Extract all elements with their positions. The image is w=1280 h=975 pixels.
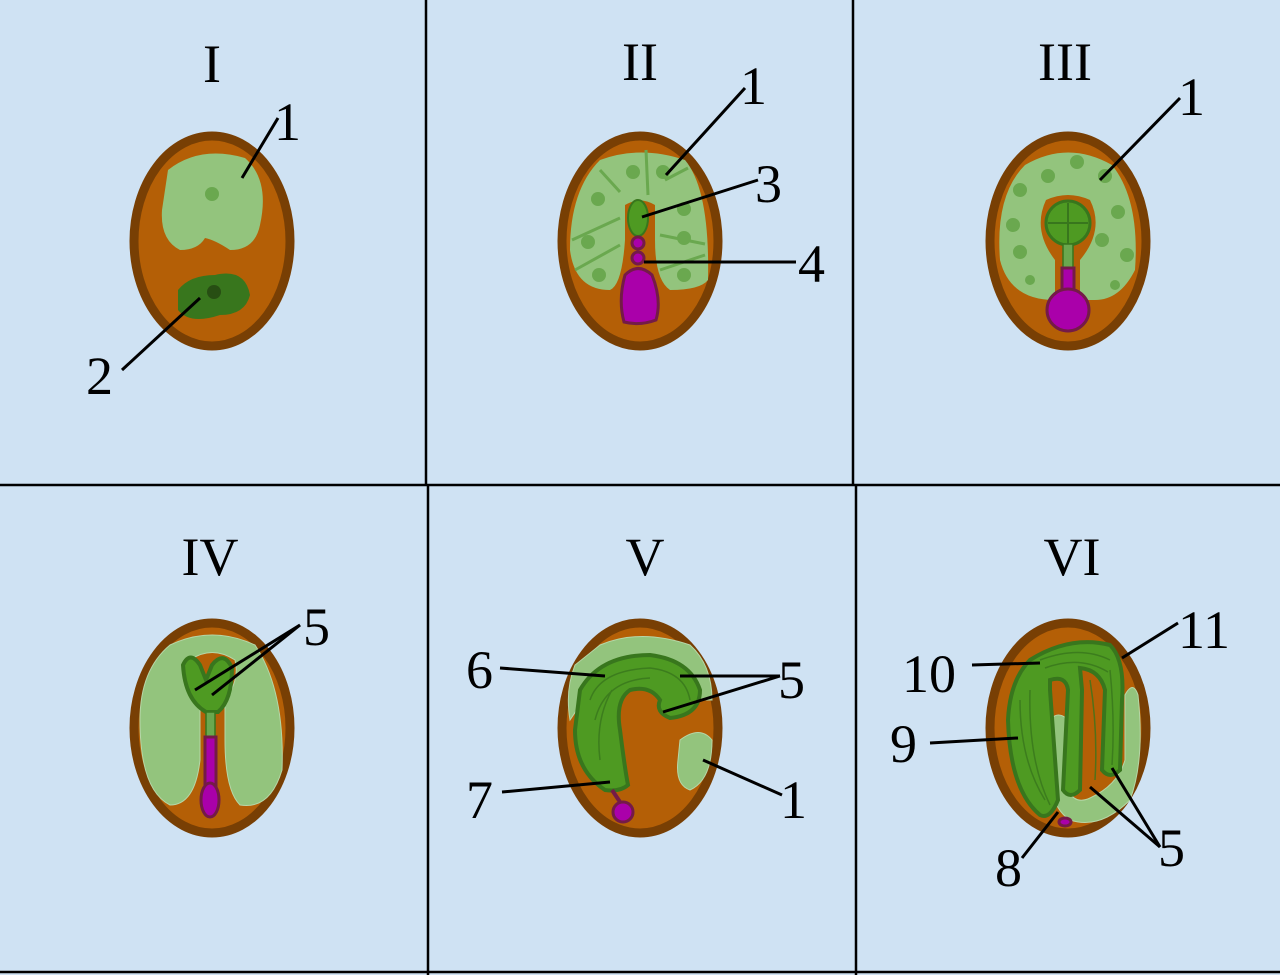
endosperm	[161, 153, 263, 250]
label-1: 1	[740, 56, 767, 116]
endosperm	[139, 634, 283, 807]
label-10: 10	[902, 644, 956, 704]
panel-title: IV	[182, 527, 239, 587]
panel-title: I	[203, 34, 221, 94]
panel-IV: IV 5	[129, 527, 330, 838]
panel-III: III 1	[985, 32, 1205, 351]
embryo	[1005, 640, 1125, 818]
panel-V: V 6 5 7 1	[466, 527, 807, 838]
label-7: 7	[466, 770, 493, 830]
label-5: 5	[303, 597, 330, 657]
panel-VI: VI 10 11 9 8 5	[890, 527, 1230, 898]
proembryo	[627, 199, 649, 237]
panel-title: V	[626, 527, 665, 587]
panel-title: VI	[1044, 527, 1101, 587]
label-11: 11	[1178, 600, 1230, 660]
label-9: 9	[890, 714, 917, 774]
label-1: 1	[780, 770, 807, 830]
label-3: 3	[755, 154, 782, 214]
label-5: 5	[778, 650, 805, 710]
suspensor-cell	[619, 267, 660, 326]
endosperm-lower	[677, 732, 713, 791]
basal-cell	[1045, 287, 1091, 333]
embryo	[572, 652, 703, 793]
label-2: 2	[86, 346, 113, 406]
label-6: 6	[466, 640, 493, 700]
panel-title: II	[622, 32, 658, 92]
panel-I: I 1 2	[86, 34, 301, 406]
label-1: 1	[274, 92, 301, 152]
endosperm	[570, 152, 709, 290]
label-5: 5	[1158, 818, 1185, 878]
panel-title: III	[1038, 32, 1092, 92]
panel-II: II 1 3 4	[557, 32, 825, 351]
label-4: 4	[798, 234, 825, 294]
label-1: 1	[1178, 67, 1205, 127]
endosperm	[999, 152, 1136, 300]
label-8: 8	[995, 838, 1022, 898]
